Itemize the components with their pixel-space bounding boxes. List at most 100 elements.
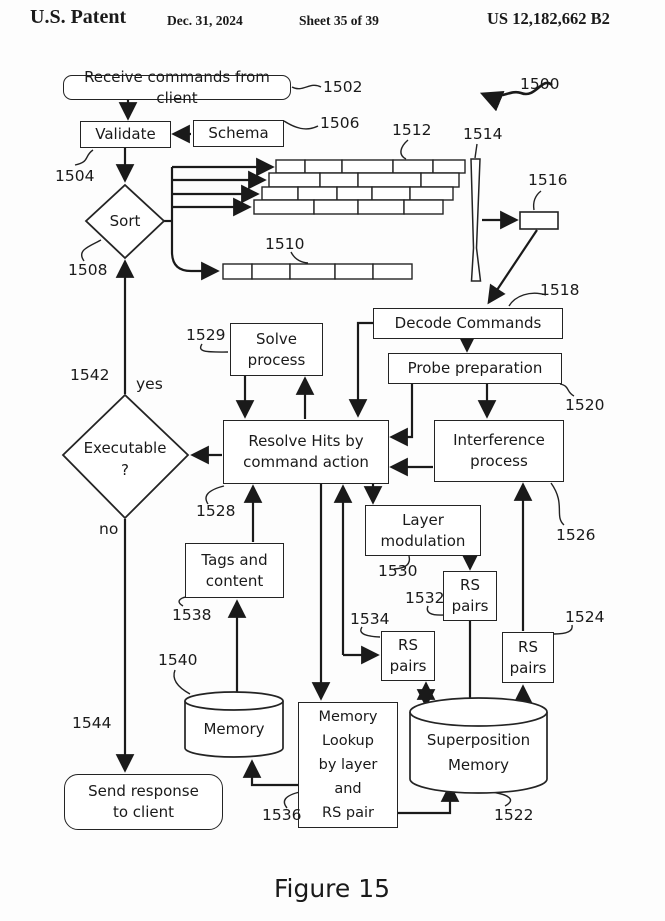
node-label: Resolve Hits by: [248, 432, 364, 450]
node-label: to client: [112, 803, 175, 821]
node-receive-commands: Receive commands from client: [63, 68, 291, 107]
ref-1500: 1500: [520, 75, 560, 93]
node-label: Tags and: [201, 550, 268, 569]
ref-1510: 1510: [265, 235, 305, 253]
node-tags-and-content: Tags and content: [185, 543, 284, 598]
ref-1512: 1512: [392, 121, 432, 139]
ref-1540: 1540: [158, 651, 198, 669]
node-label: Send response: [88, 782, 199, 800]
node-label: pairs: [389, 657, 427, 675]
ref-1544: 1544: [72, 714, 112, 732]
node-label: content: [205, 571, 264, 590]
arrow-decode-resolve: [348, 321, 373, 418]
node-solve-process: Solve process: [230, 323, 323, 376]
memory-cylinder-label: Memory: [185, 717, 283, 741]
ref-1522: 1522: [494, 806, 534, 824]
node-label: Interference: [453, 431, 545, 449]
node-label: Probe preparation: [407, 359, 543, 377]
ref-1508: 1508: [68, 261, 108, 279]
node-label: process: [470, 452, 528, 470]
arrow-lookup-superposition: [397, 783, 460, 815]
ref-1542: 1542: [70, 366, 110, 384]
node-rs-pairs-1532: RS pairs: [443, 571, 497, 621]
ref-1524: 1524: [565, 608, 605, 626]
node-label: RS: [460, 576, 480, 594]
ref-1514: 1514: [463, 125, 503, 143]
sorted-bar: [222, 263, 413, 280]
node-decode-commands: Decode Commands: [373, 308, 563, 339]
executable-diamond: [61, 393, 190, 520]
figure-caption: Figure 15: [273, 874, 391, 903]
branch-label-yes: yes: [136, 375, 163, 393]
sort-diamond: [84, 183, 166, 260]
node-label: Solve: [256, 329, 297, 348]
sheet-number: Sheet 35 of 39: [299, 13, 379, 28]
node-label: pairs: [451, 597, 489, 615]
node-validate: Validate: [80, 121, 171, 148]
node-rs-pairs-1524: RS pairs: [502, 632, 554, 683]
node-resolve-hits: Resolve Hits by command action: [223, 420, 389, 484]
patent-number: US 12,182,662 B2: [487, 9, 610, 28]
memory-cylinder: [184, 691, 284, 758]
node-label: Decode Commands: [394, 314, 542, 332]
ref-1536: 1536: [262, 806, 302, 824]
arrow-probe-resolve: [389, 384, 414, 447]
node-label: Superposition: [426, 731, 531, 749]
node-label: Schema: [208, 124, 269, 142]
node-label: pairs: [509, 658, 547, 677]
node-label: Sort: [109, 212, 141, 230]
node-label: Executable: [83, 439, 167, 457]
ref-1516: 1516: [528, 171, 568, 189]
node-memory-lookup: Memory Lookup by layer and RS pair: [298, 702, 398, 828]
arrow-collector-decode: [487, 229, 538, 305]
ref-1506: 1506: [320, 114, 360, 132]
node-label: ?: [121, 461, 129, 479]
node-label: modulation: [380, 531, 466, 550]
executable-diamond-label: Executable ?: [70, 436, 180, 482]
arrow-lookup-memory: [242, 759, 298, 787]
node-label: Validate: [95, 125, 156, 143]
figure-ref-arrow: [479, 81, 553, 112]
node-label: RS: [518, 637, 538, 656]
ref-1526: 1526: [556, 526, 596, 544]
funnel-shape: [470, 158, 482, 282]
ref-1502: 1502: [323, 78, 363, 96]
node-label: by layer: [318, 757, 378, 773]
node-label: process: [247, 350, 306, 369]
patent-date: Dec. 31, 2024: [167, 13, 243, 28]
ref-1504: 1504: [55, 167, 95, 185]
superposition-memory-cylinder: [409, 697, 548, 794]
superposition-memory-label: Superposition Memory: [410, 728, 547, 778]
ref-1530: 1530: [378, 562, 418, 580]
node-layer-modulation: Layer modulation: [365, 505, 481, 556]
node-schema: Schema: [193, 120, 284, 147]
node-probe-preparation: Probe preparation: [388, 353, 562, 384]
node-label: Memory: [203, 720, 265, 738]
collector-box: [519, 211, 559, 230]
leader-lines: [74, 84, 575, 809]
node-label: RS pair: [322, 805, 374, 821]
node-label: Layer: [402, 510, 444, 529]
ref-1538: 1538: [172, 606, 212, 624]
branch-label-no: no: [99, 520, 119, 538]
node-label: Receive commands from client: [84, 67, 270, 107]
ref-1528: 1528: [196, 502, 236, 520]
brick-rows: [253, 159, 466, 215]
ref-1534: 1534: [350, 610, 390, 628]
node-label: RS: [398, 636, 418, 654]
patent-title: U.S. Patent: [30, 6, 127, 28]
ref-1520: 1520: [565, 396, 605, 414]
node-rs-pairs-1534: RS pairs: [381, 631, 435, 681]
ref-1529: 1529: [186, 326, 226, 344]
node-interference-process: Interference process: [434, 420, 564, 482]
ref-1532: 1532: [405, 589, 445, 607]
node-send-response: Send response to client: [64, 774, 223, 830]
node-label: command action: [243, 453, 369, 471]
ref-1518: 1518: [540, 281, 580, 299]
sort-diamond-label: Sort: [86, 210, 164, 232]
arrow-sort-bar: [170, 167, 220, 281]
node-label: Memory: [447, 756, 509, 774]
node-label: and: [334, 781, 362, 797]
